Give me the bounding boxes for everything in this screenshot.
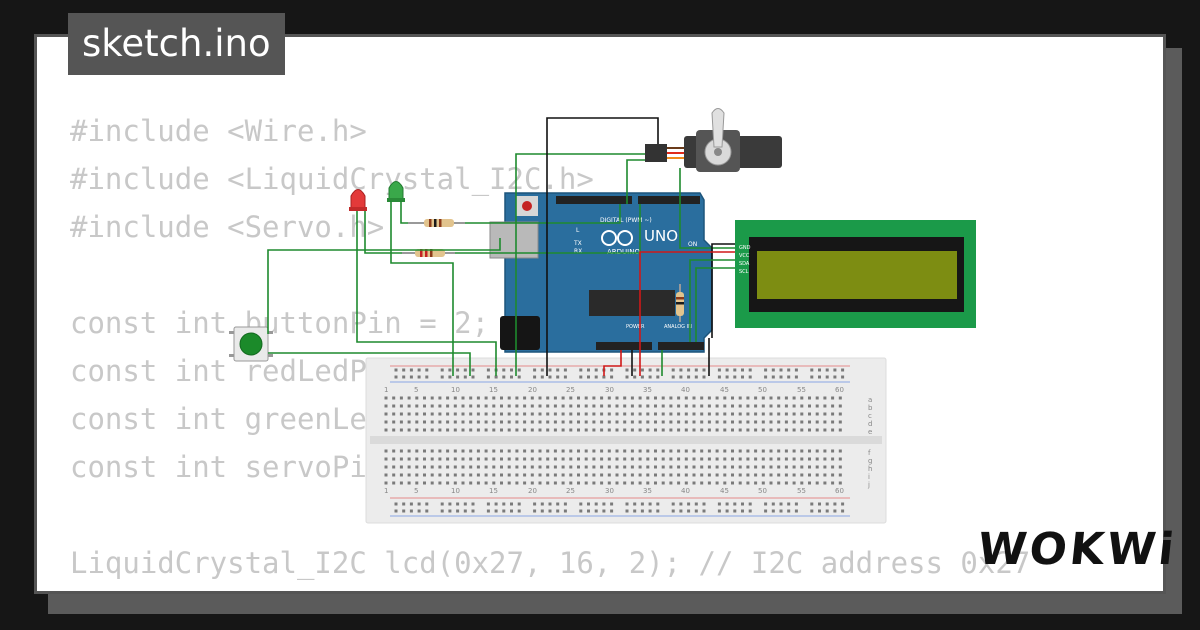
row-letter: c [868, 412, 872, 420]
column-number: 5 [414, 386, 418, 394]
column-number: 30 [605, 386, 614, 394]
breadboard: 1 5 10 15 20 25 30 35 40 45 50 55 60 1 5… [365, 357, 887, 524]
l-label: L [576, 227, 580, 234]
column-number: 35 [643, 386, 652, 394]
column-number: 40 [681, 386, 690, 394]
column-number: 20 [528, 487, 537, 495]
row-letter: j [867, 481, 870, 489]
row-letter: d [868, 420, 872, 428]
power-label: POWER [626, 324, 645, 330]
column-number: 20 [528, 386, 537, 394]
tx-label: TX [573, 240, 582, 247]
lcd-pin-labels: GND VCC SDA SCL [739, 245, 751, 275]
lcd-pin-label: SDA [739, 261, 750, 267]
code-line: #include <LiquidCrystal_I2C.h> [70, 162, 594, 196]
code-line: #include <Wire.h> [70, 114, 367, 148]
column-number: 55 [797, 487, 806, 495]
column-number: 45 [720, 487, 729, 495]
column-number: 55 [797, 386, 806, 394]
wires [267, 117, 735, 376]
column-number: 10 [451, 386, 460, 394]
column-number: 5 [414, 487, 418, 495]
arduino-logo [601, 230, 633, 246]
lcd-pin-label: VCC [739, 253, 750, 259]
row-letter: b [868, 404, 873, 412]
red-led[interactable] [349, 189, 367, 212]
rx-label: RX [574, 248, 582, 255]
column-number: 50 [758, 386, 767, 394]
resistor[interactable] [408, 219, 465, 227]
lcd-pin-label: SCL [739, 269, 749, 275]
lcd-1602-i2c[interactable]: GND VCC SDA SCL [735, 220, 976, 328]
row-letter: g [868, 457, 872, 465]
digital-label: DIGITAL (PWM ~) [600, 217, 652, 224]
reset-button-cap [522, 201, 532, 211]
arduino-uno-board[interactable]: DIGITAL (PWM ~) UNO ARDUINO ANALOG IN PO… [489, 192, 713, 353]
analog-label: ANALOG IN [664, 324, 692, 330]
column-number: 30 [605, 487, 614, 495]
code-line: LiquidCrystal_I2C lcd(0x27, 16, 2); // I… [70, 546, 1031, 580]
column-number: 35 [643, 487, 652, 495]
power-jack [500, 316, 540, 350]
filename-tab: sketch.ino [68, 13, 285, 75]
digital-header-right [638, 196, 700, 204]
breadboard-column-numbers-top: 1 5 10 15 20 25 30 35 40 45 50 55 60 [384, 386, 844, 394]
row-letter: h [868, 465, 872, 473]
servo-motor[interactable] [645, 108, 782, 173]
column-number: 15 [489, 386, 498, 394]
column-number: 1 [384, 487, 388, 495]
green-led[interactable] [387, 181, 405, 203]
code-line: #include <Servo.h> [70, 210, 385, 244]
breadboard-column-numbers-bottom: 1 5 10 15 20 25 30 35 40 45 50 55 60 [384, 487, 844, 495]
breadboard-holes [384, 368, 845, 513]
column-number: 40 [681, 487, 690, 495]
push-button[interactable] [229, 326, 273, 362]
wokwi-logo: WOKWi [975, 524, 1180, 575]
resistor[interactable] [402, 249, 455, 257]
column-number: 15 [489, 487, 498, 495]
resistor[interactable] [676, 284, 684, 322]
breadboard-row-letters: a b c d e f g h i j [867, 396, 873, 489]
row-letter: a [868, 396, 872, 404]
row-letter: i [868, 473, 870, 481]
usb-connector [489, 221, 539, 259]
column-number: 25 [566, 386, 575, 394]
servo-connector [645, 144, 667, 162]
row-letter: e [868, 428, 872, 436]
column-number: 25 [566, 487, 575, 495]
column-number: 45 [720, 386, 729, 394]
on-label: ON [688, 241, 697, 248]
code-line: const int buttonPin = 2; [70, 306, 490, 340]
code-preview: #include <Wire.h> #include <LiquidCrystal… [70, 107, 1030, 587]
analog-header [658, 342, 704, 350]
row-letter: f [868, 449, 871, 457]
brand-label: ARDUINO [607, 248, 640, 256]
atmega-chip [589, 290, 675, 316]
lcd-pin-label: GND [739, 245, 751, 251]
column-number: 60 [835, 386, 844, 394]
power-header [596, 342, 652, 350]
uno-label: UNO [644, 227, 678, 245]
digital-header-left [556, 196, 632, 204]
column-number: 50 [758, 487, 767, 495]
column-number: 1 [384, 386, 388, 394]
column-number: 60 [835, 487, 844, 495]
column-number: 10 [451, 487, 460, 495]
